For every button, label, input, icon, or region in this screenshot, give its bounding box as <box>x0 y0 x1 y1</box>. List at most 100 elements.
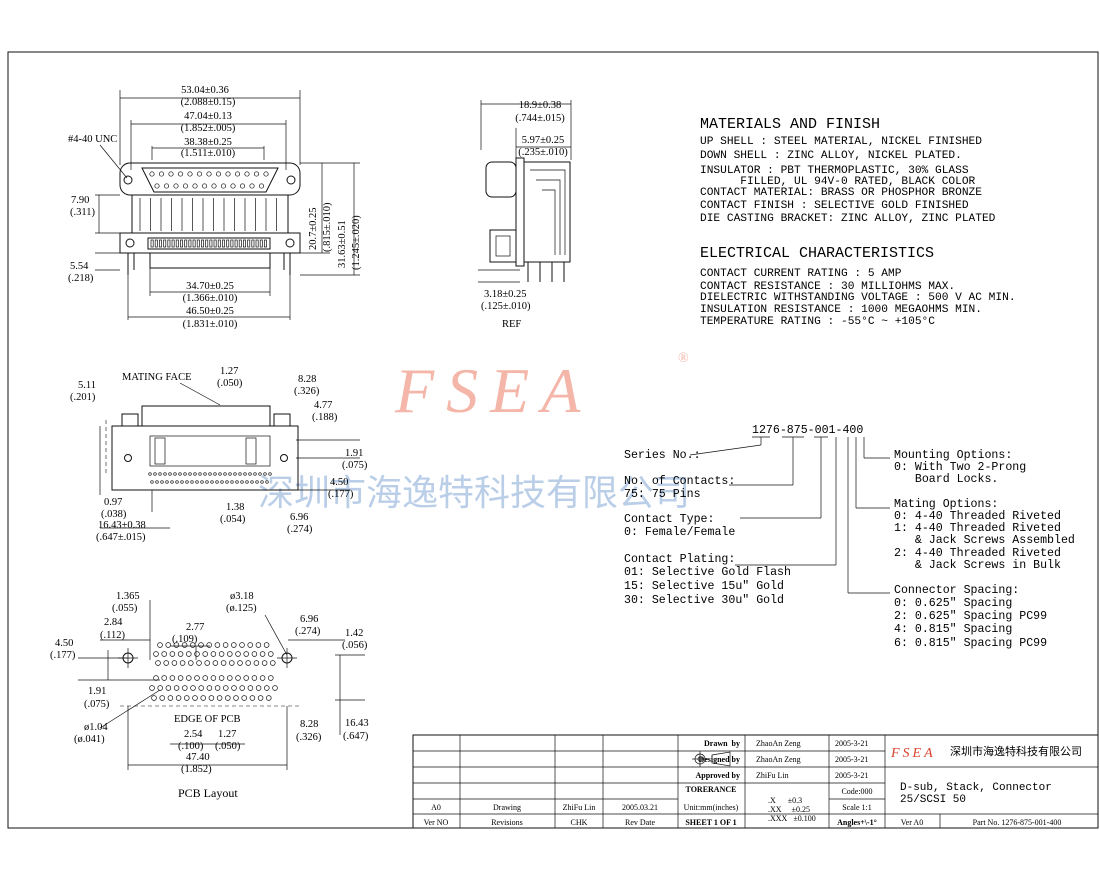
materials-section: MATERIALS AND FINISH UP SHELL : STEEL MA… <box>700 116 996 225</box>
pc-right-9: & Jack Screws in Bulk <box>894 559 1061 572</box>
top-dim-4: 7.90 <box>71 195 89 206</box>
tb-rev-ver: A0 <box>431 803 441 812</box>
pcb-hole <box>241 695 247 701</box>
pcb-hole <box>251 675 258 681</box>
pc-right-8: 2: 4-40 Threaded Riveted <box>894 547 1061 560</box>
lower-pin <box>188 239 192 248</box>
watermark-company: 深圳市海逸特科技有限公司 <box>258 473 690 514</box>
pcb-dim-4: ø3.18 <box>230 591 254 602</box>
pcb-dim-13: 16.43 <box>345 718 369 729</box>
pcb-hole <box>163 660 169 666</box>
front-pin <box>253 472 257 476</box>
front-pin <box>238 472 242 476</box>
pcb-dim-7: 4.50 <box>55 638 73 649</box>
front-view: MATING FACE 1.27 (.050) 8.28 (.326) 5.11… <box>70 366 368 543</box>
pcb-hole <box>210 651 217 657</box>
pcb-hole <box>157 642 163 648</box>
pcb-hole <box>243 651 249 657</box>
side-dim-3: 3.18±0.25 <box>484 289 527 300</box>
title-block: Drawn by ZhaoAn Zeng 2005-3-21 Designed … <box>412 734 1099 829</box>
pcb-hole <box>175 695 182 701</box>
tb-designed-date: 2005-3-21 <box>835 755 868 764</box>
top-dim-1-in: (2.088±0.15) <box>181 97 236 108</box>
front-pin <box>208 472 212 476</box>
lower-pin <box>184 239 188 248</box>
pcb-hole <box>235 675 241 681</box>
top-dim-6-in: (1.366±.010) <box>183 293 238 304</box>
pin-hole <box>263 171 269 177</box>
pcb-hole <box>202 675 208 681</box>
pcb-dim-12-in: (.326) <box>296 732 322 743</box>
front-dim-1: 1.27 <box>220 366 238 377</box>
top-dim-2-in: (1.852±.005) <box>181 123 236 134</box>
pcb-dim-11: 1.27 <box>218 729 236 740</box>
front-dim-10: 6.96 <box>290 512 308 523</box>
front-pin <box>260 480 264 484</box>
front-pin <box>180 480 184 484</box>
lower-pin <box>251 239 255 248</box>
front-dim-1-in: (.050) <box>217 378 243 389</box>
pcb-hole <box>181 642 188 648</box>
pcb-hole <box>268 675 274 681</box>
tb-designed-name: ZhaoAn Zeng <box>756 755 801 764</box>
pcb-hole <box>159 695 165 701</box>
front-pin <box>220 480 224 484</box>
front-pin <box>245 480 249 484</box>
tb-h-chk: CHK <box>571 818 588 827</box>
top-fins <box>139 198 277 231</box>
pc-right-1: Mounting Options: <box>894 449 1012 462</box>
tb-ver: Ver A0 <box>901 818 923 827</box>
pc-right-3: Board Locks. <box>894 473 998 486</box>
pc-left-8: 15: Selective 15u" Gold <box>624 580 784 593</box>
tb-rev-chk: ZhiFu Lin <box>563 803 596 812</box>
pc-left-2: No. of Contacts: <box>624 475 735 488</box>
top-dim-5: 5.54 <box>70 261 89 272</box>
pcb-dim-12: 8.28 <box>300 719 318 730</box>
pin-hole <box>244 171 250 177</box>
front-pin <box>148 472 152 476</box>
lower-pin <box>238 239 242 248</box>
front-pin <box>248 472 252 476</box>
lower-pin <box>163 239 167 248</box>
pcb-hole <box>266 695 272 701</box>
pcb-dim-14: 47.40 <box>186 752 210 763</box>
pc-right-6: 1: 4-40 Threaded Riveted <box>894 522 1061 535</box>
front-dim-6-in: (.177) <box>328 489 354 500</box>
materials-line-7: DIE CASTING BRACKET: ZINC ALLOY, ZINC PL… <box>700 213 996 225</box>
front-latch <box>245 437 257 465</box>
front-dim-4-in: (.188) <box>312 412 338 423</box>
tb-tol-1: .X ±0.3 <box>768 796 802 805</box>
front-pin <box>230 480 234 484</box>
pin-hole <box>158 171 165 177</box>
pcb-hole <box>190 642 196 648</box>
tb-approved-date: 2005-3-21 <box>835 771 868 780</box>
electrical-line-3: DIELECTRIC WITHSTANDING VOLTAGE : 500 V … <box>700 292 1016 304</box>
lower-pin <box>171 239 175 248</box>
top-dim-5-in: (.218) <box>68 273 94 284</box>
pcb-dim-3-in: (.109) <box>172 634 198 645</box>
pin-hole <box>220 183 227 189</box>
pcb-hole <box>255 685 262 691</box>
tb-drawn-label: Drawn by <box>704 739 740 748</box>
tb-rev-desc: Drawing <box>493 803 521 812</box>
tb-drawn-name: ZhaoAn Zeng <box>756 739 801 748</box>
pcb-hole <box>157 685 163 691</box>
front-pins <box>148 437 272 484</box>
pc-right-11: 0: 0.625" Spacing <box>894 597 1012 610</box>
front-pin <box>215 480 219 484</box>
watermark: FSEA ® 深圳市海逸特科技有限公司 <box>258 351 690 514</box>
materials-line-1: UP SHELL : STEEL MATERIAL, NICKEL FINISH… <box>700 136 982 148</box>
lower-pin <box>217 239 221 248</box>
electrical-line-5: TEMPERATURE RATING : -55°C ~ +105°C <box>700 316 935 328</box>
side-ref: REF <box>502 319 521 330</box>
pin-hole <box>182 183 189 189</box>
lower-pin <box>150 239 154 248</box>
lower-pin <box>247 239 251 248</box>
pin-hole <box>234 171 241 177</box>
pcb-hole <box>247 642 253 648</box>
pcb-dim-1: 1.365 <box>116 591 140 602</box>
lower-pin <box>159 239 162 248</box>
pc-left-4: Contact Type: <box>624 513 714 526</box>
materials-line-4: FILLED, UL 94V-0 RATED, BLACK COLOR <box>700 176 976 188</box>
